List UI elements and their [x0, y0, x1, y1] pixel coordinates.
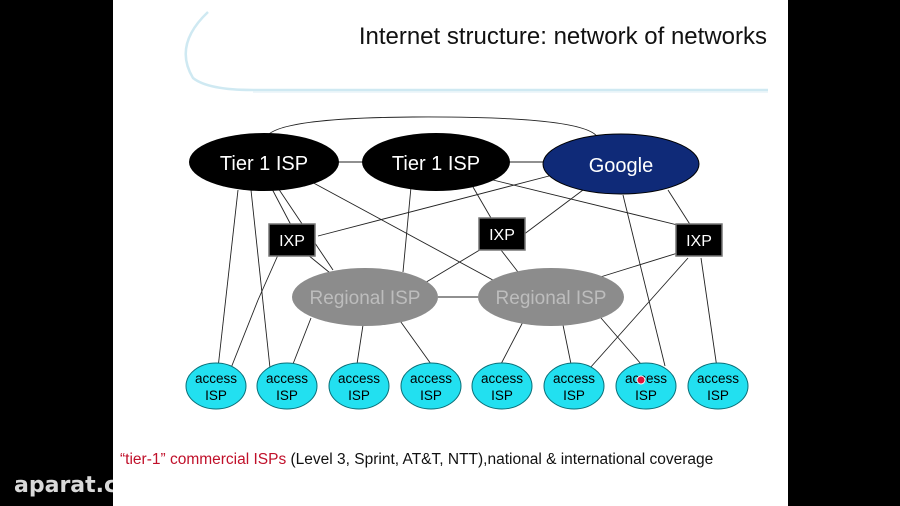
- tier1-isp-label-b: Tier 1 ISP: [392, 153, 480, 175]
- pointer-dot-icon: [636, 375, 646, 385]
- slide-title: Internet structure: network of networks: [358, 23, 767, 50]
- access-isp-label-line1: access: [625, 371, 667, 386]
- ixp-label-b: IXP: [489, 227, 515, 244]
- access-isp-node: [543, 362, 605, 410]
- caption-text: (Level 3, Sprint, AT&T, NTT),national & …: [286, 451, 714, 468]
- regional-isp-label-b: Regional ISP: [496, 288, 607, 309]
- ixp-label-c: IXP: [686, 233, 712, 250]
- ixp-label-a: IXP: [279, 233, 305, 250]
- regional-isp-node-b: [478, 268, 624, 326]
- caption-accent: “tier-1” commercial ISPs: [120, 451, 287, 468]
- access-isp-label-line1: access: [410, 371, 452, 386]
- access-isp-label-line2: ISP: [348, 388, 370, 403]
- access-isp-node: [471, 362, 533, 410]
- watermark-site: aparat.com/: [14, 473, 164, 498]
- access-isp-node: [687, 362, 749, 410]
- regional-isp-node-a: [292, 268, 438, 326]
- tier1-isp-label-a: Tier 1 ISP: [220, 153, 308, 175]
- header-swoosh: [184, 11, 768, 92]
- access-isp-label-line2: ISP: [491, 388, 513, 403]
- access-isp-label-line2: ISP: [563, 388, 585, 403]
- slide-caption: “tier-1” commercial ISPs (Level 3, Sprin…: [120, 451, 788, 469]
- ixp-node-c: [675, 223, 723, 257]
- access-isp-label-line2: ISP: [205, 388, 227, 403]
- tier1-isp-node-b: [362, 133, 510, 191]
- access-isp-label-line1: access: [697, 371, 739, 386]
- regional-isp-label-a: Regional ISP: [310, 288, 421, 309]
- watermark-user: Tamin_razavi: [163, 473, 306, 498]
- tier1-isp-node-a: [189, 133, 339, 191]
- access-isp-label-line1: access: [195, 371, 237, 386]
- access-isp-label-line2: ISP: [707, 388, 729, 403]
- access-isp-label-line1: access: [266, 371, 308, 386]
- network-links: [217, 116, 718, 369]
- access-isp-node: [256, 362, 318, 410]
- ixp-node-a: [268, 223, 316, 257]
- google-label: Google: [589, 155, 654, 177]
- access-isp-row: access ISP access ISP access ISP access …: [185, 362, 749, 410]
- access-isp-node: [328, 362, 390, 410]
- ixp-node-b: [478, 217, 526, 251]
- access-isp-label-line1: access: [481, 371, 523, 386]
- access-isp-label-line1: access: [553, 371, 595, 386]
- watermark: aparat.com/Tamin_razavi: [14, 473, 306, 498]
- access-isp-label-line2: ISP: [276, 388, 298, 403]
- slide: Internet structure: network of networks: [113, 0, 788, 506]
- access-isp-label-line2: ISP: [635, 388, 657, 403]
- access-isp-node: [400, 362, 462, 410]
- access-isp-label-line1: access: [338, 371, 380, 386]
- google-node: [542, 133, 700, 195]
- access-isp-label-line2: ISP: [420, 388, 442, 403]
- access-isp-node: [185, 362, 247, 410]
- access-isp-node: [615, 362, 677, 410]
- network-diagram: Tier 1 ISP Tier 1 ISP Google IXP IXP IXP…: [184, 11, 768, 410]
